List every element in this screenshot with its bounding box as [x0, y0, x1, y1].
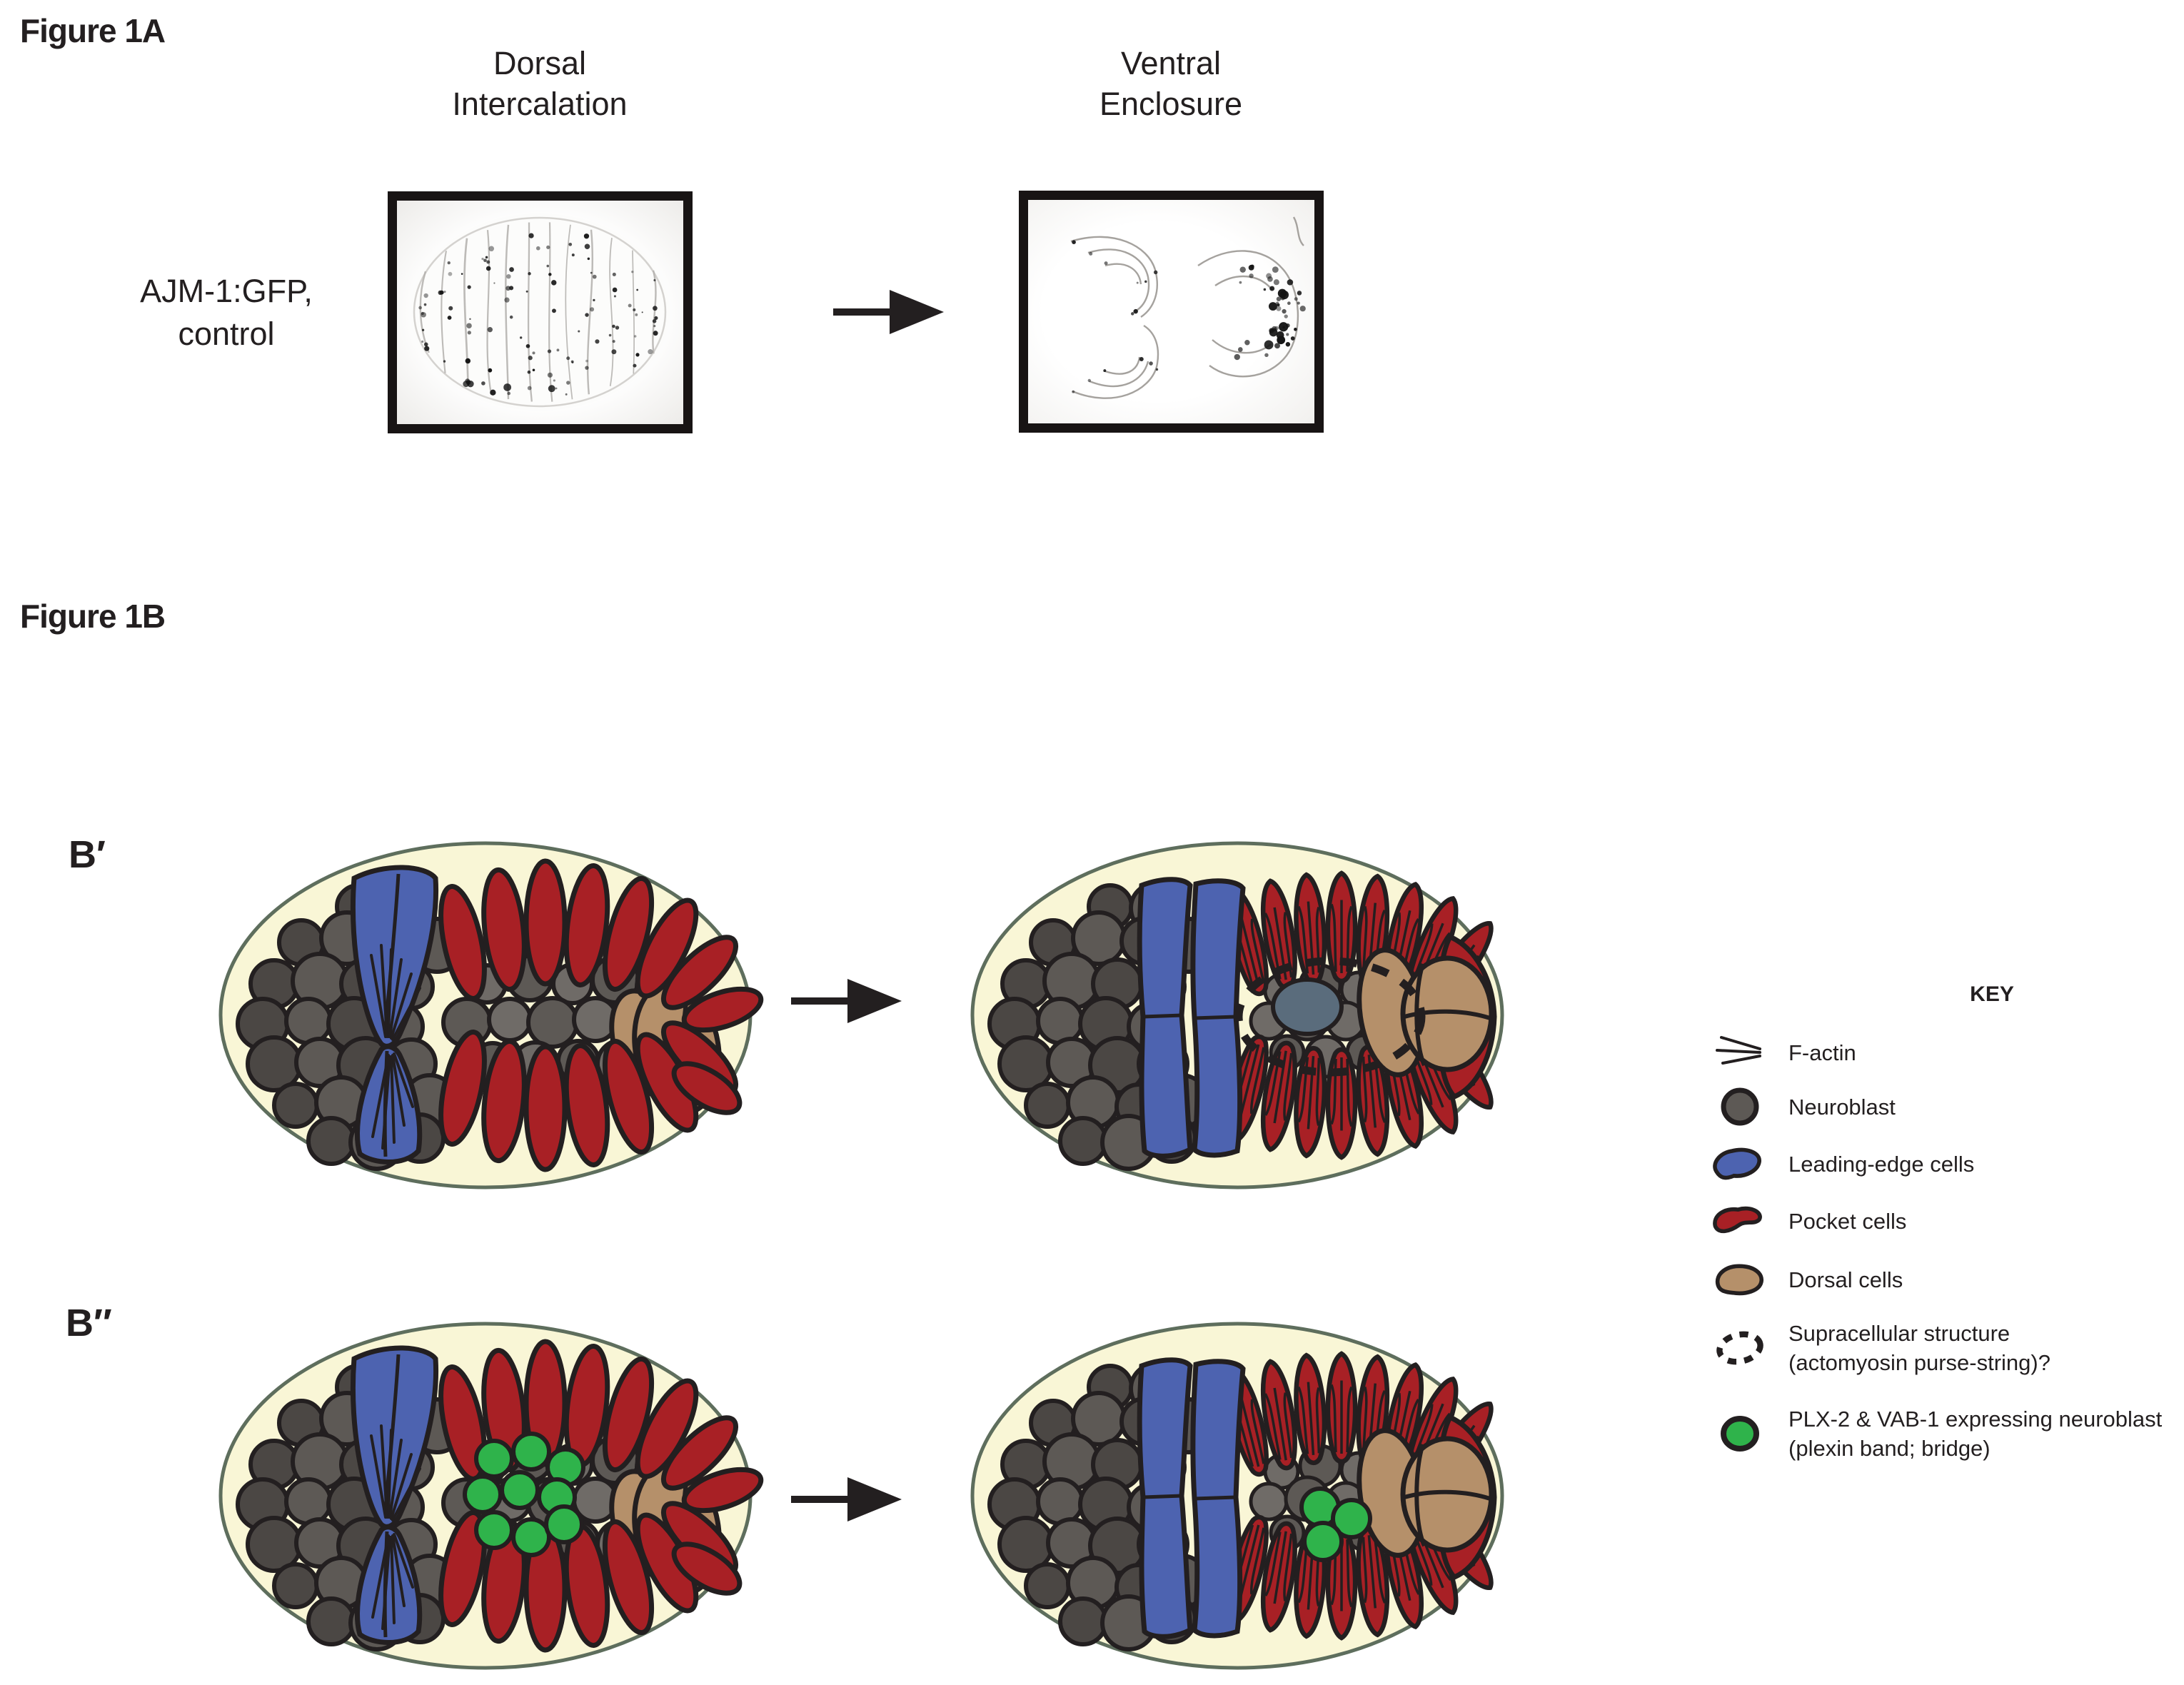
key-legend: KEY F-actin Neuroblast Leading-edge cell… — [1710, 980, 2184, 1522]
pocket-cells-icon — [1710, 1198, 1770, 1244]
embryo-diagram-bprime-late — [959, 837, 1516, 1194]
panel-label-b-prime: B′ — [69, 833, 106, 876]
key-item-f-actin: F-actin — [1710, 1024, 1856, 1081]
arrow-right-icon — [789, 974, 903, 1028]
key-item-neuroblast: Neuroblast — [1710, 1078, 1896, 1135]
dorsal-cells-group — [1357, 1428, 1494, 1558]
genotype-label-line: control — [178, 316, 275, 352]
embryo-diagram-bdoubleprime-early — [207, 1317, 764, 1674]
stage-header-dorsal-intercalation: Dorsal Intercalation — [361, 43, 718, 124]
genotype-label-line: AJM-1:GFP, — [140, 273, 313, 309]
key-label: (plexin band; bridge) — [1788, 1436, 1991, 1461]
panel-label-b-double-prime: B″ — [66, 1302, 112, 1344]
arrow-right-icon — [831, 285, 945, 339]
key-label: Pocket cells — [1788, 1208, 1907, 1234]
dorsal-cells-icon — [1710, 1257, 1770, 1302]
stage-header-line: Dorsal — [493, 45, 587, 81]
f-actin-icon — [1710, 1031, 1770, 1074]
key-item-plexin: PLX-2 & VAB-1 expressing neuroblast (plex… — [1710, 1391, 2162, 1477]
figure-1a-title: Figure 1A — [20, 12, 166, 49]
key-label: (actomyosin purse-string)? — [1788, 1350, 2050, 1375]
figure-1b-title: Figure 1B — [20, 598, 166, 635]
center-neuroblast — [1271, 977, 1344, 1036]
leading-edge-cells-group — [1137, 877, 1246, 1159]
key-item-pocket: Pocket cells — [1710, 1192, 1906, 1249]
micrograph-ventral-enclosure — [1019, 191, 1324, 433]
stage-header-line: Enclosure — [1099, 86, 1243, 122]
key-label: Neuroblast — [1788, 1094, 1896, 1120]
dorsal-cells-group — [1357, 947, 1494, 1077]
plexin-neuroblast-icon — [1710, 1411, 1770, 1457]
genotype-label: AJM-1:GFP, control — [84, 270, 369, 356]
key-label: F-actin — [1788, 1040, 1856, 1065]
key-label: Dorsal cells — [1788, 1267, 1903, 1292]
embryo-diagram-bprime-early — [207, 837, 764, 1194]
embryo-diagram-bdoubleprime-late — [959, 1317, 1516, 1674]
key-title: KEY — [1970, 982, 2014, 1006]
purse-string-dashed-ellipse — [1234, 957, 1426, 1077]
leading-edge-cells-group — [1137, 1357, 1246, 1639]
key-label: PLX-2 & VAB-1 expressing neuroblast — [1788, 1407, 2163, 1432]
neuroblast-icon — [1710, 1084, 1770, 1130]
purse-string-icon — [1710, 1321, 1770, 1375]
leading-edge-cells-group — [350, 1345, 439, 1645]
plexin-neuroblasts-group — [1299, 1487, 1372, 1562]
pocket-cells-group — [438, 1339, 764, 1653]
key-item-supracellular: Supracellular structure (actomyosin purse… — [1710, 1305, 2050, 1391]
arrow-right-icon — [789, 1472, 903, 1526]
pocket-cells-group — [438, 858, 764, 1172]
stage-header-line: Intercalation — [452, 86, 628, 122]
key-label: Supracellular structure — [1788, 1321, 2011, 1346]
key-item-leading-edge: Leading-edge cells — [1710, 1135, 1974, 1192]
leading-edge-cells-group — [350, 865, 439, 1165]
micrograph-dorsal-intercalation — [388, 191, 693, 433]
plexin-neuroblasts-group — [463, 1432, 585, 1557]
key-item-dorsal: Dorsal cells — [1710, 1251, 1903, 1308]
stage-header-line: Ventral — [1120, 45, 1222, 81]
stage-header-ventral-enclosure: Ventral Enclosure — [992, 43, 1349, 124]
key-label: Leading-edge cells — [1788, 1151, 1975, 1177]
leading-edge-cells-icon — [1710, 1141, 1770, 1187]
